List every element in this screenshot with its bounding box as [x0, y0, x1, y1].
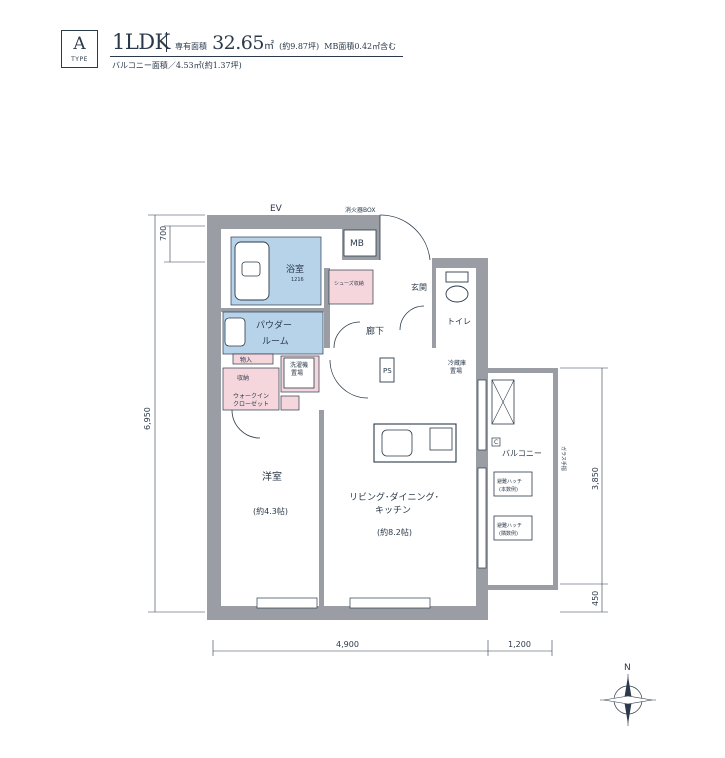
wic-label-2: クローゼット: [233, 400, 269, 408]
hatch-2: [493, 515, 533, 541]
shoe-storage: [328, 269, 374, 305]
fridge-label: 冷蔵庫: [448, 359, 466, 367]
ldk-door: [329, 359, 369, 399]
window-western: [256, 597, 318, 609]
washer-label-2: 置場: [291, 369, 303, 377]
window-balcony-2: [477, 467, 487, 569]
powder-door: [333, 321, 361, 349]
wall-entrance-top: [432, 258, 488, 268]
ps-box: [379, 357, 395, 383]
hatch-2-sub: (隣数例): [499, 530, 518, 537]
western-door: [231, 409, 261, 439]
powder-label: パウダー: [256, 319, 292, 331]
toilet-bowl: [445, 285, 469, 303]
dim-bottom-right: 1,200: [508, 640, 531, 649]
dim-left-total: 6,950: [143, 407, 152, 430]
mb-label: MB: [350, 239, 364, 249]
plan-header: A TYPE 1LDK 専有面積 32.65㎡ (約9.87坪) MB面積0.4…: [0, 0, 725, 80]
dimension-lines: [148, 214, 608, 656]
hatch-2-label: 避難ハッチ: [497, 522, 522, 529]
outdoor-unit-label: C: [494, 439, 498, 446]
wall-left-top: [207, 229, 221, 259]
area-line: 専有面積 32.65㎡ (約9.87坪) MB面積0.42㎡含む: [175, 32, 396, 54]
mb-box: [343, 229, 377, 257]
area-unit: ㎡: [264, 41, 274, 52]
bathtub: [234, 241, 270, 301]
toilet-tank: [445, 271, 469, 283]
header-underline: [110, 56, 403, 57]
wall-top: [207, 215, 342, 229]
wash-basin: [224, 317, 246, 347]
toilet-label: トイレ: [447, 317, 471, 326]
hatch-1-sub: (本数例): [499, 486, 518, 493]
wall-bottom: [207, 606, 488, 620]
fridge-label-2: 置場: [450, 367, 462, 375]
windows: [256, 379, 487, 609]
area-tsubo: (約9.87坪): [279, 42, 320, 51]
outdoor-box: [491, 437, 501, 447]
dim-right-top: 3,850: [591, 467, 600, 490]
cooktop: [429, 427, 453, 451]
powder-label-2: ルーム: [262, 336, 289, 347]
dim-bottom-left: 4,900: [336, 640, 359, 649]
fire-box-label: 消火器BOX: [345, 206, 375, 214]
area-value: 32.65: [212, 32, 264, 54]
window-ldk: [349, 597, 431, 609]
balcony-label: バルコニー: [502, 449, 542, 458]
bath-size-label: 1216: [291, 277, 304, 283]
toilet-door: [399, 305, 425, 331]
washer-label: 洗濯機: [290, 361, 308, 369]
ldk-size: (約8.2帖): [377, 527, 412, 537]
dim-right-bottom: 450: [591, 591, 600, 606]
wall-balcony-bottom: [488, 585, 558, 590]
entrance-label: 玄関: [411, 282, 427, 292]
ldk-label: リビング･ダイニング･: [349, 491, 439, 503]
north-label: N: [624, 663, 631, 673]
wall-left: [207, 215, 221, 620]
dim-top-left: 700: [159, 226, 168, 241]
hall-label: 廊下: [366, 325, 384, 337]
tub-drain: [241, 261, 261, 277]
western-size: (約4.3帖): [253, 506, 288, 516]
hatch-1-label: 避難ハッチ: [497, 478, 522, 485]
ldk-label-2: キッチン: [375, 505, 411, 516]
type-word: TYPE: [71, 56, 88, 63]
compass: N: [600, 663, 656, 726]
wall-bath-bottom: [221, 308, 329, 312]
ps-label: PS: [383, 367, 392, 375]
entrance-door: [379, 214, 431, 261]
type-letter: A: [73, 34, 86, 54]
bath-label: 浴室: [286, 263, 304, 275]
western-label: 洋室: [262, 470, 282, 483]
doors: [231, 214, 431, 439]
wall-balcony-top: [488, 368, 558, 373]
linen-label: 物入: [240, 356, 252, 364]
wall-right-upper: [476, 258, 488, 368]
storage-label: 収納: [237, 374, 249, 382]
wall-balcony-right: [553, 368, 558, 590]
area-label: 専有面積: [175, 42, 207, 51]
balcony-area: バルコニー面積／4.53㎡(約1.37坪): [112, 61, 242, 70]
mb-area: MB面積0.42㎡含む: [324, 42, 397, 51]
ev-label: EV: [270, 204, 283, 214]
linen-shelf: [232, 353, 274, 365]
hatch-1: [493, 471, 533, 497]
window-balcony-1: [477, 379, 487, 451]
wic-area: [222, 367, 280, 411]
shoe-label: シューズ収納: [334, 280, 364, 287]
kitchen-sink: [381, 429, 413, 457]
wall-room-divider: [319, 410, 324, 606]
walls: [207, 215, 558, 620]
plan-type: 1LDK: [112, 30, 170, 54]
type-badge: A TYPE: [61, 30, 98, 68]
header-divider: [166, 32, 167, 52]
wic-label: ウォークイン: [233, 392, 269, 400]
glass-rail-label: ガラス手摺: [560, 446, 567, 471]
storage-small: [280, 395, 300, 411]
wall-toilet-left: [432, 268, 436, 348]
washer-pan: [283, 357, 315, 389]
